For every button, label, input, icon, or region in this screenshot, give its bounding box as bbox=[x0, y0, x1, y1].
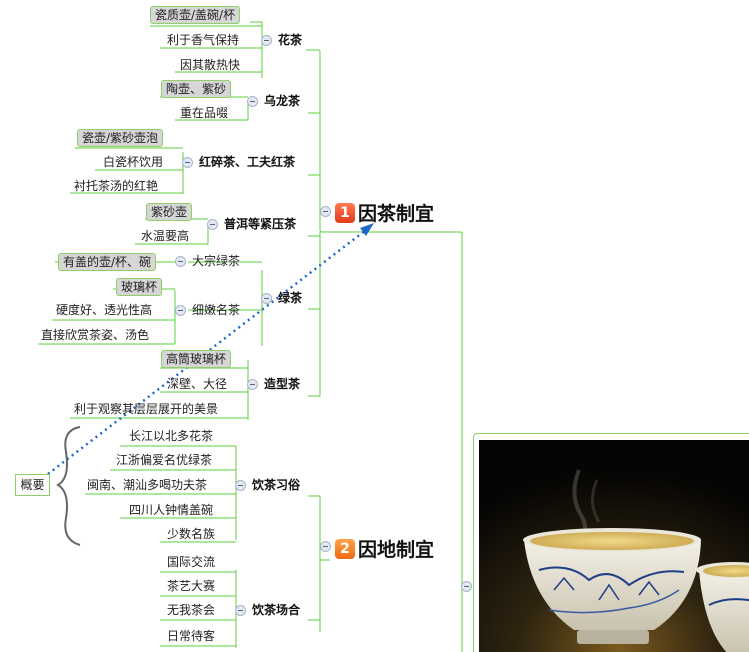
node-lvcha[interactable]: 绿茶 bbox=[278, 291, 303, 305]
node-hongcha[interactable]: 红碎茶、工夫红茶 bbox=[199, 155, 296, 169]
node-jiang-zhe[interactable]: 江浙偏爱名优绿茶 bbox=[116, 453, 213, 467]
node-zaoxingcha[interactable]: 造型茶 bbox=[264, 377, 301, 391]
collapse-toggle-icon[interactable] bbox=[461, 581, 472, 592]
node-pin-chuo[interactable]: 重在品啜 bbox=[180, 106, 229, 120]
main-topic-1[interactable]: 1 因茶制宜 bbox=[335, 199, 434, 226]
collapse-toggle-icon[interactable] bbox=[235, 605, 246, 616]
node-xinen-mingcha[interactable]: 细嫩名茶 bbox=[192, 303, 241, 317]
node-xin-shang[interactable]: 直接欣赏茶姿、汤色 bbox=[41, 328, 150, 342]
node-wulongcha[interactable]: 乌龙茶 bbox=[264, 94, 301, 108]
collapse-toggle-icon[interactable] bbox=[182, 157, 193, 168]
priority-2-icon: 2 bbox=[335, 538, 355, 559]
collapse-toggle-icon[interactable] bbox=[207, 219, 218, 230]
tea-cups-photo bbox=[479, 440, 749, 652]
main-topic-2[interactable]: 2 因地制宜 bbox=[335, 535, 434, 562]
node-hong-yan[interactable]: 衬托茶汤的红艳 bbox=[74, 179, 159, 193]
node-zi-sha-hu[interactable]: 紫砂壶 bbox=[146, 203, 193, 221]
node-yincha-changhe[interactable]: 饮茶场合 bbox=[252, 603, 301, 617]
collapse-toggle-icon[interactable] bbox=[175, 256, 186, 267]
node-guo-ji[interactable]: 国际交流 bbox=[167, 555, 216, 569]
node-tao-hu[interactable]: 陶壶、紫砂 bbox=[161, 80, 232, 98]
summary-node[interactable]: 概要 bbox=[15, 474, 50, 496]
node-si-chuan[interactable]: 四川人钟情盖碗 bbox=[129, 503, 214, 517]
collapse-toggle-icon[interactable] bbox=[261, 293, 272, 304]
main-topic-2-label: 因地制宜 bbox=[358, 539, 435, 561]
node-wu-wo[interactable]: 无我茶会 bbox=[167, 603, 216, 617]
node-shui-wen[interactable]: 水温要高 bbox=[141, 229, 190, 243]
node-ci-hu-paoh[interactable]: 瓷壶/紫砂壶泡 bbox=[77, 129, 164, 147]
node-puer[interactable]: 普洱等紧压茶 bbox=[224, 217, 297, 231]
main-topic-1-label: 因茶制宜 bbox=[358, 203, 435, 225]
priority-1-icon: 1 bbox=[335, 202, 355, 223]
node-shao-shu[interactable]: 少数名族 bbox=[167, 527, 216, 541]
node-dazong-lvcha[interactable]: 大宗绿茶 bbox=[192, 254, 241, 268]
node-mei-jing[interactable]: 利于观察其层层展开的美景 bbox=[74, 402, 219, 416]
node-shen-bi[interactable]: 深壁、大径 bbox=[167, 377, 228, 391]
node-bo-li-bei[interactable]: 玻璃杯 bbox=[116, 278, 163, 296]
node-san-re[interactable]: 因其散热快 bbox=[180, 58, 241, 72]
collapse-toggle-icon[interactable] bbox=[261, 35, 272, 46]
node-huacha[interactable]: 花茶 bbox=[278, 33, 303, 47]
node-bai-ci-bei[interactable]: 白瓷杯饮用 bbox=[103, 155, 164, 169]
node-yincha-xisu[interactable]: 饮茶习俗 bbox=[252, 478, 301, 492]
node-min-nan[interactable]: 闽南、潮汕多喝功夫茶 bbox=[87, 478, 208, 492]
collapse-toggle-icon[interactable] bbox=[320, 541, 331, 552]
node-ci-zhi-hu[interactable]: 瓷质壶/盖碗/杯 bbox=[150, 6, 241, 24]
collapse-toggle-icon[interactable] bbox=[247, 96, 258, 107]
collapse-toggle-icon[interactable] bbox=[247, 379, 258, 390]
node-xiang-qi[interactable]: 利于香气保持 bbox=[167, 33, 240, 47]
node-you-gai-hu[interactable]: 有盖的壶/杯、碗 bbox=[58, 253, 157, 271]
collapse-toggle-icon[interactable] bbox=[235, 480, 246, 491]
node-ri-chang[interactable]: 日常待客 bbox=[167, 629, 216, 643]
collapse-toggle-icon[interactable] bbox=[175, 305, 186, 316]
node-ying-du[interactable]: 硬度好、透光性高 bbox=[56, 303, 153, 317]
node-gao-tong[interactable]: 高筒玻璃杯 bbox=[161, 350, 232, 368]
tea-cups-illustration bbox=[479, 440, 749, 652]
collapse-toggle-icon[interactable] bbox=[320, 206, 331, 217]
node-cha-yi[interactable]: 茶艺大赛 bbox=[167, 579, 216, 593]
node-chang-jiang[interactable]: 长江以北多花茶 bbox=[129, 429, 214, 443]
